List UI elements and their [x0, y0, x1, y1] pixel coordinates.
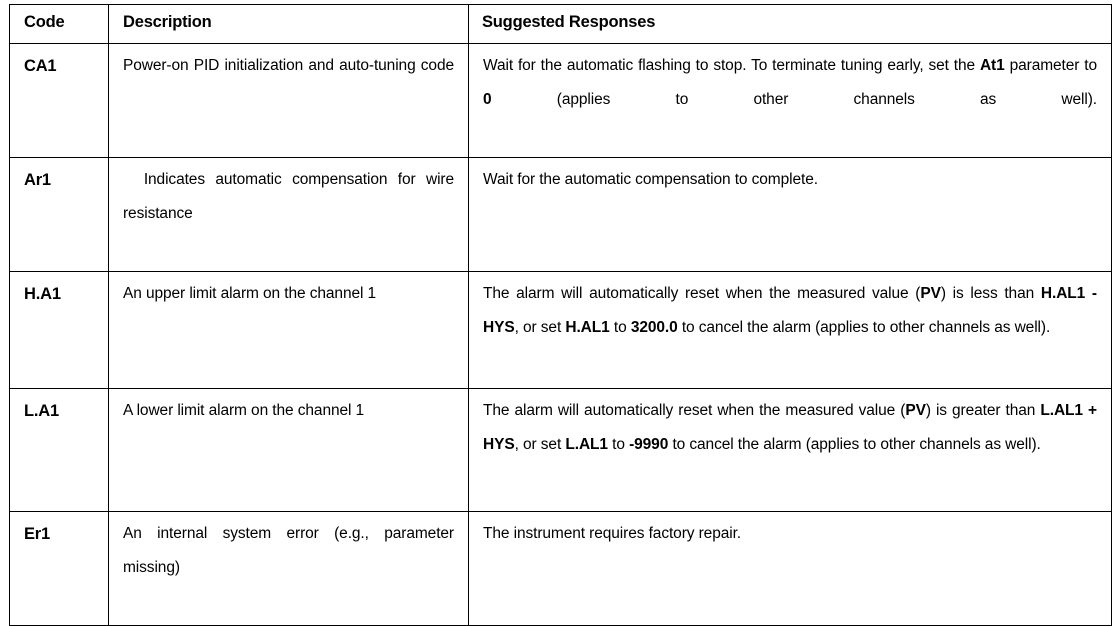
cell-response: Wait for the automatic compensation to c…	[468, 157, 1112, 272]
column-header-code: Code	[24, 13, 65, 31]
cell-description: An internal system error (e.g., paramete…	[108, 511, 469, 626]
response-text: The alarm will automatically reset when …	[483, 402, 1097, 453]
response-text: The instrument requires factory repair.	[483, 525, 741, 542]
description-text: A lower limit alarm on the channel 1	[123, 402, 365, 419]
table-header-row: Code Description Suggested Responses	[9, 4, 1112, 44]
response-text: The alarm will automatically reset when …	[483, 285, 1097, 336]
cell-code: Ar1	[9, 157, 109, 272]
header-cell-code: Code	[9, 4, 109, 44]
description-text: An internal system error (e.g., paramete…	[123, 525, 454, 576]
cell-response: Wait for the automatic flashing to stop.…	[468, 43, 1112, 158]
cell-code: CA1	[9, 43, 109, 158]
header-cell-description: Description	[108, 4, 469, 44]
cell-description: A lower limit alarm on the channel 1	[108, 388, 469, 512]
table-row: H.A1 An upper limit alarm on the channel…	[9, 271, 1112, 389]
table-row: Ar1 Indicates automatic compensation for…	[9, 157, 1112, 272]
table-row: Er1 An internal system error (e.g., para…	[9, 511, 1112, 626]
cell-code: Er1	[9, 511, 109, 626]
code-value: Ar1	[24, 171, 51, 189]
code-value: Er1	[24, 525, 51, 543]
error-code-table: Code Description Suggested Responses CA1…	[9, 4, 1112, 626]
page-root: Code Description Suggested Responses CA1…	[9, 4, 1112, 626]
description-text: Indicates automatic compensation for wir…	[123, 171, 455, 222]
cell-code: H.A1	[9, 271, 109, 389]
cell-description: Power-on PID initialization and auto-tun…	[108, 43, 469, 158]
cell-description: An upper limit alarm on the channel 1	[108, 271, 469, 389]
description-text: An upper limit alarm on the channel 1	[123, 285, 377, 302]
cell-response: The alarm will automatically reset when …	[468, 388, 1112, 512]
table-row: CA1 Power-on PID initialization and auto…	[9, 43, 1112, 158]
response-text: Wait for the automatic flashing to stop.…	[483, 57, 1097, 108]
header-cell-responses: Suggested Responses	[468, 4, 1112, 44]
table-row: L.A1 A lower limit alarm on the channel …	[9, 388, 1112, 512]
column-header-responses: Suggested Responses	[482, 13, 656, 31]
description-text: Power-on PID initialization and auto-tun…	[123, 57, 454, 74]
code-value: L.A1	[24, 402, 59, 420]
column-header-description: Description	[123, 13, 212, 31]
response-text: Wait for the automatic compensation to c…	[483, 171, 818, 188]
code-value: CA1	[24, 57, 57, 75]
cell-description: Indicates automatic compensation for wir…	[108, 157, 469, 272]
cell-code: L.A1	[9, 388, 109, 512]
cell-response: The instrument requires factory repair.	[468, 511, 1112, 626]
cell-response: The alarm will automatically reset when …	[468, 271, 1112, 389]
code-value: H.A1	[24, 285, 61, 303]
